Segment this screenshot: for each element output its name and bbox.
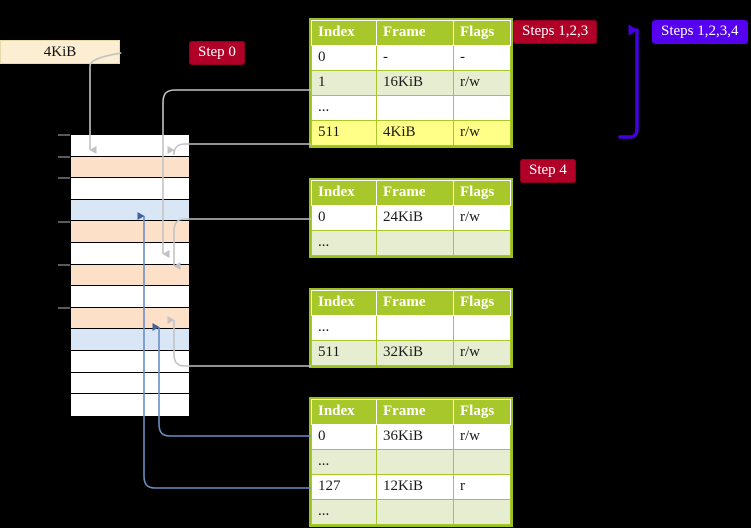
connector-l3row0-to-memory [173,218,311,270]
cell-flags [453,315,511,341]
cell-index: ... [311,230,377,256]
memory-frame [71,243,189,265]
cell-frame: - [376,45,454,71]
cell-index: 0 [311,205,377,231]
steps-123-badge: Steps 1,2,3 [513,20,598,44]
cell-flags: - [453,45,511,71]
size-label-4kib: 4KiB [0,40,120,64]
cell-index: 511 [311,120,377,146]
cell-index: 127 [311,474,377,500]
memory-frame [71,394,189,416]
cell-frame: 32KiB [376,340,454,366]
memory-frame [71,199,189,222]
table-row: ... [311,315,511,341]
connector-l2row511-to-memory [167,316,311,367]
steps-1234-badge: Steps 1,2,3,4 [652,20,748,44]
table-row: ... [311,95,511,121]
memory-tick [58,134,70,136]
memory-frame [71,178,189,200]
cell-flags: r [453,474,511,500]
memory-frame [71,307,189,330]
memory-frame [71,264,189,287]
table-row: 0-- [311,45,511,71]
cell-flags [453,95,511,121]
cell-flags: r/w [453,424,511,450]
cell-frame: 24KiB [376,205,454,231]
memory-frame [71,135,189,157]
violet-loop-arrow [618,24,639,139]
memory-tick [58,177,70,179]
cell-index: 0 [311,424,377,450]
connector-l4row511-to-memory [167,143,311,156]
column-header-frame: Frame [376,180,454,206]
cell-index: ... [311,315,377,341]
cell-frame: 16KiB [376,70,454,96]
physical-memory-column [70,134,190,416]
table-row: ... [311,230,511,256]
cell-index: 0 [311,45,377,71]
cell-index: 1 [311,70,377,96]
cell-index: ... [311,95,377,121]
column-header-flags: Flags [453,180,511,206]
memory-tick [58,307,70,309]
memory-frame [71,221,189,244]
cell-frame [376,499,454,525]
column-header-index: Index [311,399,377,425]
cell-frame [376,230,454,256]
column-header-frame: Frame [376,20,454,46]
cell-flags: r/w [453,70,511,96]
column-header-flags: Flags [453,20,511,46]
memory-tick [58,156,70,158]
memory-tick [58,221,70,223]
cell-frame [376,315,454,341]
cell-index: 511 [311,340,377,366]
cell-frame [376,95,454,121]
column-header-index: Index [311,20,377,46]
cell-flags: r/w [453,340,511,366]
cell-frame: 36KiB [376,424,454,450]
table-row: ... [311,499,511,525]
cell-flags: r/w [453,120,511,146]
column-header-index: Index [311,290,377,316]
memory-frame [71,351,189,373]
memory-frame [71,286,189,308]
cell-frame: 4KiB [376,120,454,146]
table-row: ... [311,449,511,475]
cell-flags [453,449,511,475]
column-header-frame: Frame [376,399,454,425]
column-header-index: Index [311,180,377,206]
cell-flags [453,230,511,256]
column-header-flags: Flags [453,290,511,316]
cell-index: ... [311,449,377,475]
cell-frame: 12KiB [376,474,454,500]
memory-frame [71,329,189,352]
step-4-badge: Step 4 [520,159,576,183]
cell-flags [453,499,511,525]
cell-index: ... [311,499,377,525]
step-0-badge: Step 0 [189,41,245,65]
memory-frame [71,372,189,395]
column-header-flags: Flags [453,399,511,425]
cell-flags: r/w [453,205,511,231]
cell-frame [376,449,454,475]
memory-tick [58,264,70,266]
memory-frame [71,156,189,179]
column-header-frame: Frame [376,290,454,316]
